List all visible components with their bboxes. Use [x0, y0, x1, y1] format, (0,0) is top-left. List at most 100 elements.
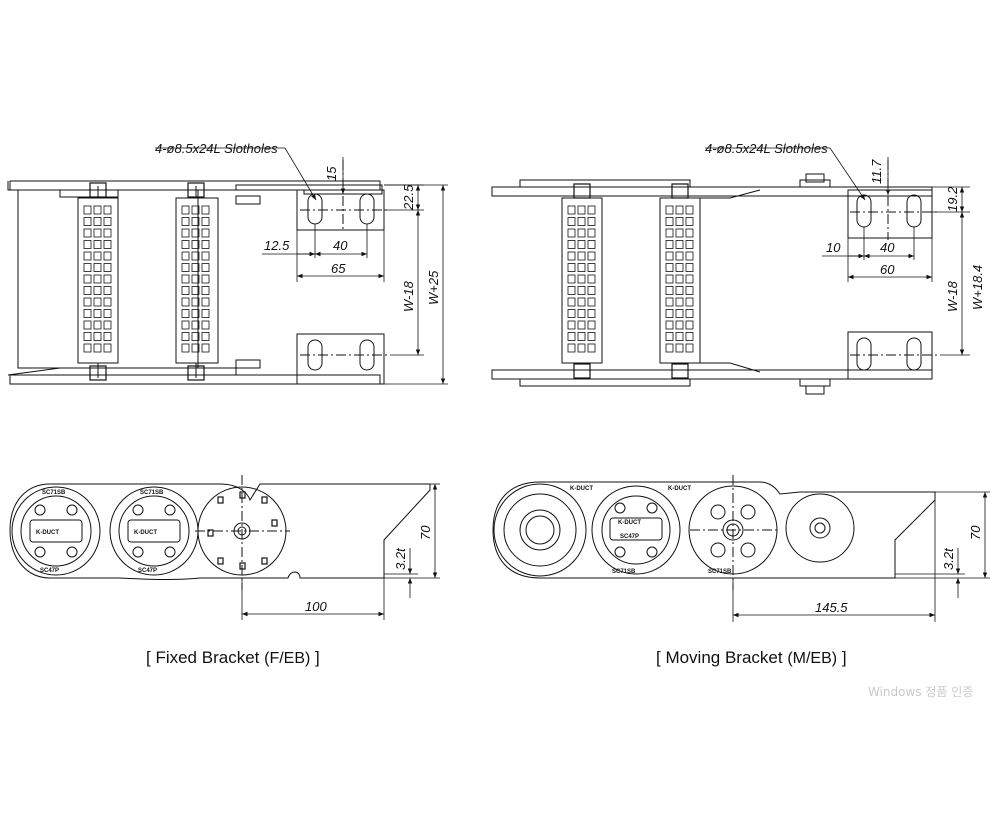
mesh-cell	[577, 343, 586, 353]
moving-dim-70: 70	[968, 525, 983, 540]
mesh-cell	[83, 309, 92, 318]
fixed-caption-end: ]	[310, 648, 320, 667]
fixed-dim-70: 70	[418, 525, 433, 540]
mesh-cell	[567, 217, 576, 226]
mesh-cell	[675, 343, 684, 353]
mesh-cell	[181, 217, 190, 226]
mesh-cell	[201, 332, 210, 341]
mesh-cell	[181, 332, 190, 341]
mesh-cell	[83, 332, 92, 341]
fixed-dim-15: 15	[324, 166, 339, 181]
mesh-cell	[103, 332, 112, 341]
mesh-cell	[93, 240, 102, 249]
fixed-caption-main: [ Fixed Bracket	[146, 648, 265, 667]
moving-top-dimensions	[705, 147, 970, 356]
mesh-cell	[675, 240, 684, 249]
mesh-cell	[587, 320, 596, 330]
mesh-cell	[201, 320, 210, 330]
mesh-cell	[93, 297, 102, 307]
fixed-caption-code: (F/EB)	[264, 650, 311, 667]
moving-mark-sc47p: SC47P	[620, 534, 639, 540]
fixed-dim-3-2t: 3.2t	[393, 547, 408, 570]
mesh-cell	[587, 332, 596, 341]
mesh-cell	[181, 343, 190, 353]
mesh-cell	[685, 320, 694, 330]
moving-mark-kduct-3: K-DUCT	[618, 520, 641, 526]
moving-dim-11-7: 11.7	[869, 159, 884, 184]
mesh-cell	[665, 332, 674, 341]
mesh-cell	[567, 320, 576, 330]
fixed-mark-sc47p-2: SC47P	[138, 568, 157, 574]
mesh-cell	[675, 332, 684, 341]
mesh-cell	[577, 228, 586, 238]
mesh-cell	[567, 309, 576, 318]
mesh-cell	[83, 320, 92, 330]
mesh-cell	[191, 228, 200, 238]
mesh-cell	[567, 263, 576, 272]
mesh-cell	[577, 286, 586, 295]
mesh-cell	[83, 343, 92, 353]
mesh-cell	[201, 217, 210, 226]
mesh-cell	[83, 263, 92, 272]
fixed-dim-40: 40	[333, 238, 348, 253]
moving-dim-3-2t: 3.2t	[941, 547, 956, 570]
mesh-cell	[587, 240, 596, 249]
mesh-cell	[181, 240, 190, 249]
moving-dim-40: 40	[880, 240, 895, 255]
fixed-dim-w18: W-18	[401, 280, 416, 312]
mesh-cell	[181, 274, 190, 284]
fixed-top-dimensions	[155, 147, 448, 385]
fixed-side-view	[9, 475, 431, 590]
mesh-cell	[191, 274, 200, 284]
mesh-cell	[93, 263, 102, 272]
fixed-dim-22-5: 22.5	[401, 184, 416, 211]
mesh-cell	[103, 343, 112, 353]
mesh-cell	[201, 309, 210, 318]
mesh-cell	[181, 309, 190, 318]
fixed-dim-65: 65	[331, 261, 346, 276]
mesh-cell	[665, 263, 674, 272]
moving-slotholes-label: 4-ø8.5x24L Slotholes	[705, 141, 828, 156]
mesh-cell	[567, 240, 576, 249]
mesh-cell	[587, 343, 596, 353]
mesh-cell	[587, 309, 596, 318]
fixed-mark-sc71sb-2: SC71SB	[140, 490, 164, 496]
mesh-cell	[191, 251, 200, 261]
mesh-cell	[103, 286, 112, 295]
mesh-cell	[567, 274, 576, 284]
mesh-cell	[665, 320, 674, 330]
mesh-cell	[685, 309, 694, 318]
mesh-cell	[93, 205, 102, 215]
mesh-cell	[685, 251, 694, 261]
mesh-cell	[83, 228, 92, 238]
mesh-cell	[201, 205, 210, 215]
mesh-cell	[201, 274, 210, 284]
moving-dim-145-5: 145.5	[815, 600, 848, 615]
fixed-mark-kduct-1: K-DUCT	[36, 530, 59, 536]
mesh-cell	[191, 332, 200, 341]
fixed-dim-w25: W+25	[426, 270, 441, 305]
mesh-cell	[577, 309, 586, 318]
mesh-cell	[93, 217, 102, 226]
mesh-cell	[201, 263, 210, 272]
mesh-cell	[191, 240, 200, 249]
mesh-cell	[587, 274, 596, 284]
mesh-cell	[191, 343, 200, 353]
mesh-cell	[83, 251, 92, 261]
mesh-cell	[181, 320, 190, 330]
moving-mark-sc71sb-1: SC71SB	[612, 569, 636, 575]
link-mesh	[665, 205, 694, 353]
mesh-cell	[103, 309, 112, 318]
mesh-cell	[93, 343, 102, 353]
mesh-cell	[567, 251, 576, 261]
mesh-cell	[665, 228, 674, 238]
mesh-cell	[675, 251, 684, 261]
mesh-cell	[665, 297, 674, 307]
mesh-cell	[567, 343, 576, 353]
mesh-cell	[577, 263, 586, 272]
mesh-cell	[191, 320, 200, 330]
mesh-cell	[675, 228, 684, 238]
fixed-bracket-caption: [ Fixed Bracket (F/EB) ]	[146, 648, 320, 668]
fixed-side-dimensions	[241, 483, 440, 620]
